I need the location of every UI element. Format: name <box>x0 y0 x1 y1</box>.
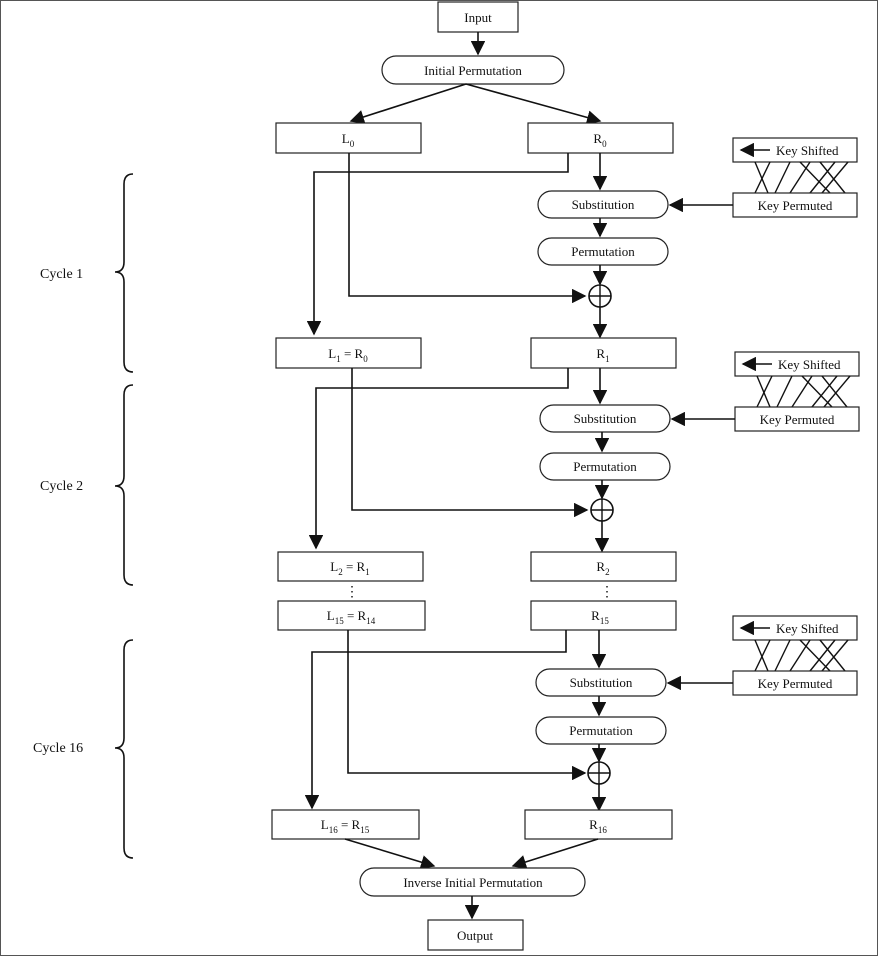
block-r16-label: R16 <box>589 817 607 835</box>
block-r2 <box>530 551 677 582</box>
cycle1-l0-to-xor-line <box>348 153 587 304</box>
cycle1-label: Cycle 1 <box>40 267 83 282</box>
cycle2-key-shifted-box <box>734 351 860 377</box>
cycle2-l1-to-xor-line <box>351 368 589 518</box>
block-l16 <box>271 809 420 840</box>
cycle2-key-shifted-label: Key Shifted <box>778 357 841 372</box>
cycle2-brace <box>114 384 134 586</box>
cycle1-brace <box>114 173 134 373</box>
cycle1-substitution-node <box>537 190 669 219</box>
cycle2-r1-to-l2-line <box>308 368 569 550</box>
cycle16-xor-icon <box>587 761 611 785</box>
cycle16-permutation-node <box>535 716 667 745</box>
cycle16-substitution-node <box>535 668 667 697</box>
cycle16-key-cross-lines <box>754 639 849 672</box>
cycle1-key-permuted-label: Key Permuted <box>758 198 833 213</box>
block-l2 <box>277 551 424 582</box>
block-r15 <box>530 600 677 631</box>
input-label: Input <box>464 10 492 25</box>
cycle16-brace <box>114 639 134 859</box>
cycle1-key-shifted-label: Key Shifted <box>776 143 839 158</box>
cycle1-r0-to-l1-line <box>306 153 569 336</box>
block-l1-label: L1 = R0 <box>328 346 368 364</box>
block-r2-label: R2 <box>596 559 609 577</box>
cycle1-key-shifted-box <box>732 137 858 163</box>
cycle2-permutation-label: Permutation <box>573 459 637 474</box>
inverse-permutation-label: Inverse Initial Permutation <box>403 875 543 890</box>
split-arrow-left <box>349 83 467 124</box>
cycle1-key-permuted-box <box>732 192 858 218</box>
cycle1-key-cross-lines <box>754 161 849 194</box>
cycle2-key-permuted-label: Key Permuted <box>760 412 835 427</box>
right-ellipsis: ⋮ <box>600 585 614 600</box>
block-l0-label: L0 <box>342 131 355 149</box>
block-r0-label: R0 <box>593 131 607 149</box>
cycle1-substitution-label: Substitution <box>572 197 635 212</box>
output-label: Output <box>457 928 494 943</box>
block-r15-label: R15 <box>591 608 609 626</box>
block-l15-label: L15 = R14 <box>327 608 376 626</box>
cycle2-substitution-label: Substitution <box>574 411 637 426</box>
merge-arrow-right <box>511 838 599 869</box>
split-arrow-right <box>465 83 602 125</box>
cycle16-substitution-label: Substitution <box>570 675 633 690</box>
block-l15 <box>277 600 426 631</box>
cycle16-permutation-label: Permutation <box>569 723 633 738</box>
cycle16-key-shifted-label: Key Shifted <box>776 621 839 636</box>
cycle1-xor-icon <box>588 284 612 308</box>
block-l16-label: L16 = R15 <box>321 817 370 835</box>
initial-permutation-label: Initial Permutation <box>424 63 522 78</box>
cycle16-l15-to-xor-line <box>347 630 587 781</box>
block-r1-label: R1 <box>596 346 609 364</box>
block-l2-label: L2 = R1 <box>330 559 369 577</box>
cycle16-label: Cycle 16 <box>33 741 83 756</box>
cycle2-key-cross-lines <box>756 375 851 408</box>
block-r1 <box>530 337 677 369</box>
cycle2-permutation-node <box>539 452 671 481</box>
cycle16-key-permuted-label: Key Permuted <box>758 676 833 691</box>
cycle1-permutation-node <box>537 237 669 266</box>
block-l1 <box>275 337 422 369</box>
cycle2-substitution-node <box>539 404 671 433</box>
cycle2-key-permuted-box <box>734 406 860 432</box>
merge-arrow-left <box>344 838 436 870</box>
cycle1-permutation-label: Permutation <box>571 244 635 259</box>
left-ellipsis: ⋮ <box>345 585 359 600</box>
output-box <box>427 919 524 951</box>
cycle16-r15-to-l16-line <box>304 630 567 810</box>
cycle2-xor-icon <box>590 498 614 522</box>
cycle2-label: Cycle 2 <box>40 479 83 494</box>
block-r16 <box>524 809 673 840</box>
initial-permutation-node <box>381 55 565 85</box>
block-r0 <box>527 122 674 154</box>
